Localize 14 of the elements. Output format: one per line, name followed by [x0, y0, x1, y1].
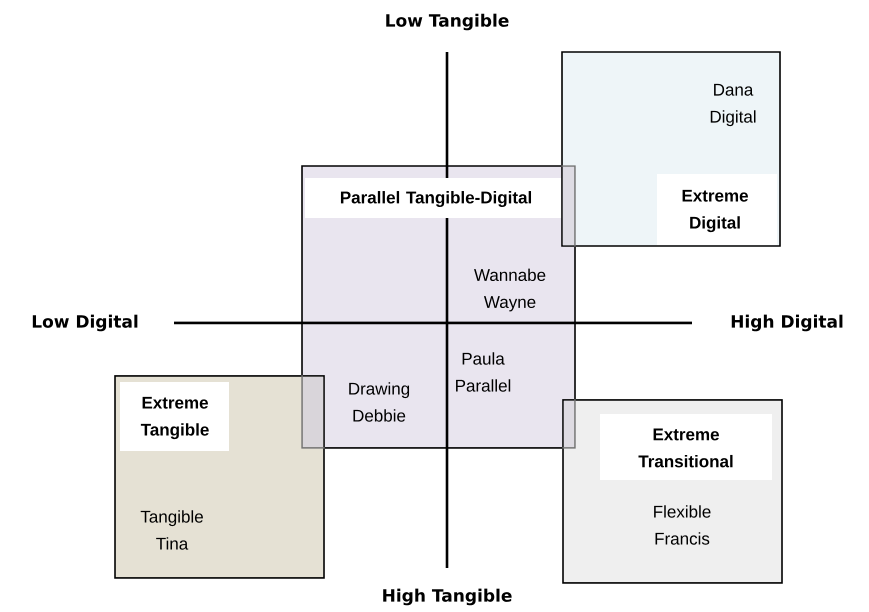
node-label: Extreme Transitional [638, 428, 733, 468]
axis-label: High Digital [732, 314, 842, 332]
persona-box: Parallel Tangible-Digital Wannabe Wayne Drawing Debbie Paula Parallel [301, 165, 576, 449]
persona-box: Dana Digital Extreme Digital [561, 51, 781, 247]
node-label: Tangible Tina [140, 510, 203, 550]
node-label: Flexible Francis [654, 505, 711, 545]
axis-label: Low Digital [32, 314, 138, 332]
axis-label: High Tangible [383, 588, 512, 606]
node-label: Dana Digital [710, 84, 756, 126]
persona-box: Extreme Transitional Flexible Francis [562, 399, 783, 584]
persona-box: Extreme Tangible Tangible Tina [114, 375, 325, 579]
axis-label: Low Tangible [386, 14, 509, 30]
node-label: Extreme Digital [682, 190, 748, 232]
node-label: Extreme Tangible [140, 396, 209, 440]
